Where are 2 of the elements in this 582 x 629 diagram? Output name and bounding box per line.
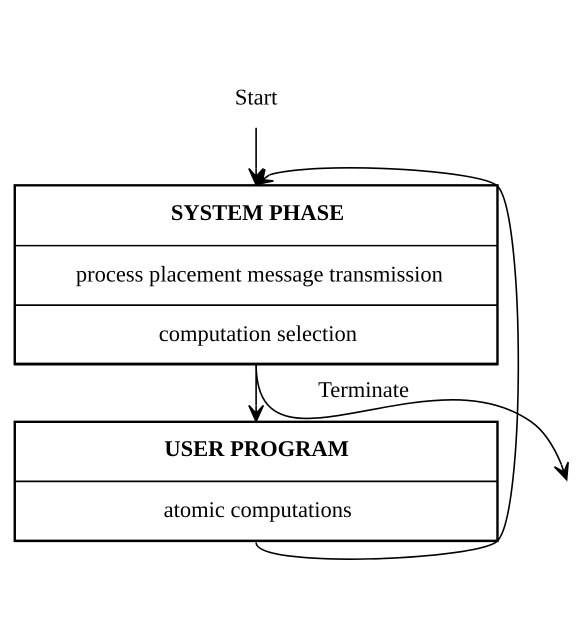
edge-label: Terminate — [318, 377, 410, 402]
node-text: Start — [234, 84, 278, 110]
